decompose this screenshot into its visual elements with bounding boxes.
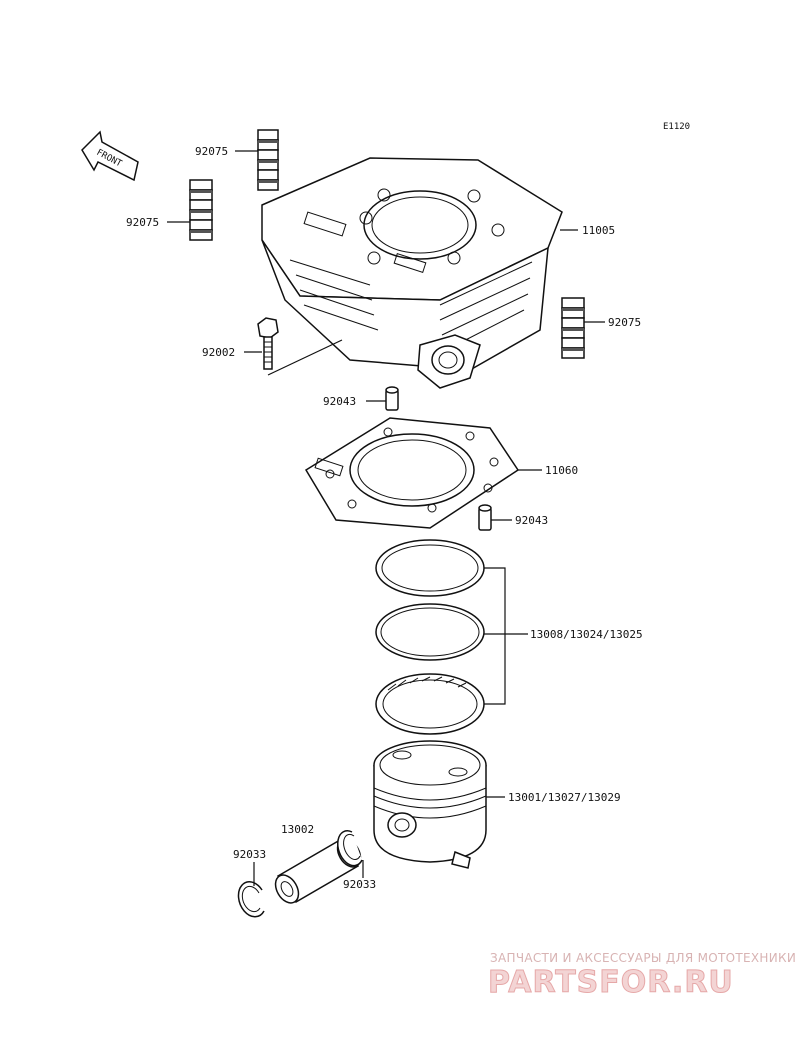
label-dowel-upper: 92043 [323,395,356,408]
label-piston: 13001/13027/13029 [508,791,621,804]
snap-ring-left-icon [237,881,265,918]
snap-ring-right-icon [337,830,363,867]
piston-rings [375,539,485,735]
label-snap-right: 92033 [343,878,376,891]
diagram-code: E1120 [663,122,690,132]
watermark-brand: PARTSFOR.RU [488,965,734,1000]
cylinder-block [261,157,563,389]
label-clip-upper: 92075 [195,145,228,158]
label-clip-right: 92075 [608,316,641,329]
label-pin: 13002 [281,823,314,836]
label-cylinder: 11005 [582,224,615,237]
clip-stack-upper-icon [257,129,279,191]
label-rings: 13008/13024/13025 [530,628,643,641]
label-snap-left: 92033 [233,848,266,861]
label-clip-left: 92075 [126,216,159,229]
label-dowel-lower: 92043 [515,514,548,527]
label-bolt: 92002 [202,346,235,359]
bolt-icon [257,317,279,370]
piston [373,740,487,869]
front-arrow-icon: FRONT [81,130,139,182]
dowel-lower-icon [478,504,492,531]
head-gasket [304,417,520,529]
clip-stack-left-icon [189,179,213,241]
label-gasket: 11060 [545,464,578,477]
clip-stack-right-icon [561,297,585,359]
dowel-upper-icon [385,386,399,411]
watermark-tagline: ЗАПЧАСТИ И АКСЕССУАРЫ ДЛЯ МОТОТЕХНИКИ [490,951,796,965]
